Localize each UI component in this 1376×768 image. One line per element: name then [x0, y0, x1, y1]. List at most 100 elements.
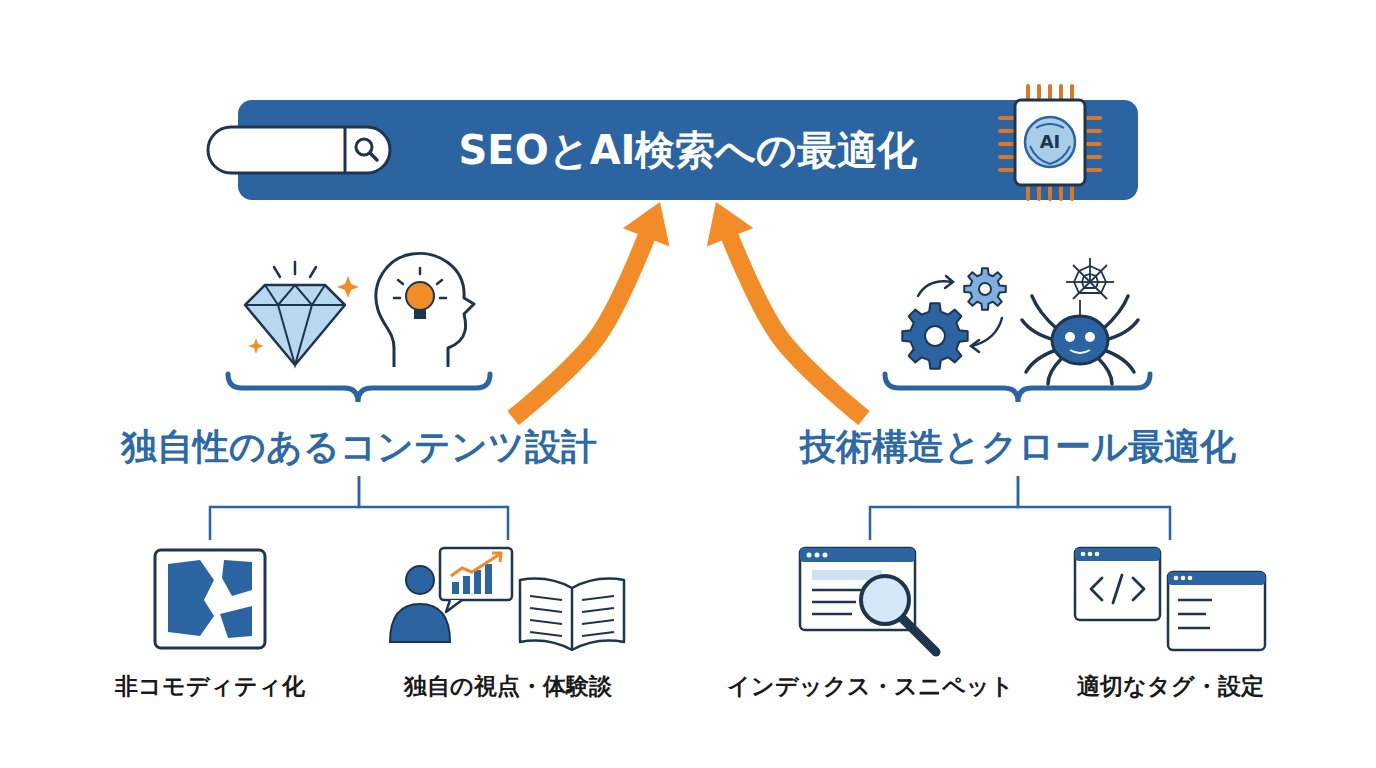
index-browser-icon-part-part	[812, 613, 852, 616]
gear-icon-part	[902, 303, 967, 368]
experience-icon-part	[485, 564, 492, 594]
idea-head-icon	[376, 253, 474, 367]
tag-settings-icon-part	[1091, 575, 1144, 603]
ai-chip-icon-part-part	[1085, 168, 1100, 172]
crawler-spider-icon-part-part	[1089, 258, 1091, 282]
gear-icon-part	[925, 326, 945, 346]
ai-chip-icon-part-part	[1037, 86, 1041, 100]
arrowhead	[623, 202, 670, 246]
ai-chip-icon-part-part	[1026, 185, 1030, 199]
experience-icon-part-part	[582, 632, 614, 636]
experience-icon-part	[452, 582, 459, 594]
ai-chip-icon-part	[1000, 86, 1100, 199]
map-icon-part	[168, 560, 214, 636]
tree-connector	[870, 476, 1018, 540]
ai-chip-icon-part-part	[1000, 116, 1015, 120]
index-browser-icon-part	[807, 553, 812, 558]
experience-icon-part	[451, 554, 500, 576]
experience-icon-part	[440, 548, 512, 600]
idea-head-icon-part	[394, 268, 446, 298]
idea-head-icon-part-part	[440, 297, 446, 300]
crawler-spider-icon-part	[1052, 316, 1108, 364]
tag-settings-icon-part-part	[1178, 627, 1210, 630]
gear-icon-part	[964, 268, 1006, 310]
topic-item-text: 適切なタグ・設定	[1077, 673, 1264, 701]
idea-head-icon-part	[414, 310, 426, 319]
tree-connector	[1018, 476, 1170, 540]
ai-chip-icon-part-part	[1059, 86, 1063, 100]
title-band	[238, 100, 1138, 200]
ai-chip-icon-part-part	[1059, 185, 1063, 199]
index-browser-icon-part	[861, 576, 909, 624]
index-browser-icon-part-part	[812, 589, 862, 592]
tag-settings-icon-part	[1075, 548, 1160, 620]
ai-chip-icon-part	[1030, 124, 1070, 164]
experience-icon	[390, 548, 624, 650]
ai-chip-icon-part-part	[1070, 185, 1074, 199]
index-browser-icon-part	[823, 553, 828, 558]
crawler-spider-icon-part-part	[1090, 281, 1114, 283]
diamond-icon-part	[248, 338, 264, 354]
crawler-spider-icon-part-part	[1074, 266, 1106, 293]
diamond-icon-part-part	[274, 267, 280, 277]
search-box-icon-part	[370, 153, 377, 160]
crawler-spider-icon-part	[1070, 350, 1090, 353]
tag-settings-icon-part	[1081, 552, 1086, 557]
crawler-spider-icon-part-part	[1098, 358, 1112, 384]
tag-settings-icon	[1075, 548, 1265, 650]
index-browser-icon-part	[815, 553, 820, 558]
idea-head-icon-part-part	[394, 297, 400, 300]
experience-icon-part-part	[582, 620, 614, 624]
ai-chip-icon-part	[1025, 117, 1075, 167]
ai-chip-icon-part-part	[1048, 185, 1052, 199]
experience-icon-part	[446, 600, 462, 612]
experience-icon-part-part	[530, 632, 562, 636]
ai-chip-icon-part-part	[1048, 86, 1052, 100]
diamond-icon-part	[245, 285, 345, 365]
ai-chip-icon-part-part	[1085, 116, 1100, 120]
crawler-spider-icon-part	[1085, 332, 1095, 342]
search-box-icon-part	[344, 127, 347, 173]
diamond-icon-part	[245, 285, 345, 365]
flow-arrow-shaft	[716, 202, 864, 418]
tree-connector-line	[870, 476, 1018, 540]
map-icon-part	[220, 606, 252, 638]
experience-icon-part	[571, 588, 574, 650]
crawler-spider-icon-part-part	[1082, 274, 1098, 288]
crawler-spider-icon-part-part	[1105, 320, 1138, 340]
index-browser-icon	[800, 548, 936, 652]
crawler-spider-icon-part	[1022, 296, 1138, 384]
search-box-icon	[208, 127, 390, 173]
flow-arrow	[513, 202, 670, 418]
map-icon	[155, 550, 265, 648]
experience-icon-part-part	[530, 608, 562, 612]
group-heading: 技術構造とクロール最適化	[794, 422, 1242, 472]
ai-chip-icon-part-part	[1000, 168, 1015, 172]
tag-settings-icon-part-part	[1178, 613, 1206, 616]
group-heading: 独自性のあるコンテンツ設計	[115, 422, 603, 472]
chip-label: AI	[1040, 133, 1061, 151]
topic-item-text: 独自の視点・体験談	[404, 673, 612, 701]
idea-head-icon-part-part	[437, 280, 442, 284]
rotation-arrows	[918, 276, 1002, 352]
crawler-spider-icon-part-part	[1048, 358, 1062, 384]
crawler-spider-icon-part-part	[1022, 320, 1055, 340]
idea-head-icon-part	[376, 253, 474, 367]
idea-head-icon-part-part	[398, 280, 403, 284]
rotation-arrows-part	[918, 281, 952, 296]
ai-chip-icon-part-part	[1070, 86, 1074, 100]
ai-chip-icon-part	[1015, 100, 1085, 185]
crawler-spider-icon-part-part	[1102, 296, 1128, 330]
search-box-icon-part	[208, 127, 390, 173]
experience-icon-part-part	[582, 596, 614, 600]
tree-connector	[210, 476, 359, 540]
arrowhead	[707, 202, 753, 247]
title-band-text: SEOとAI検索への最適化	[459, 126, 918, 174]
tag-settings-icon-part	[1168, 572, 1265, 650]
tree-connector-line	[1018, 476, 1170, 540]
topic-item: 適切なタグ・設定	[1065, 540, 1275, 705]
crawler-spider-icon-part	[1066, 258, 1114, 318]
tag-settings-icon-part	[1095, 552, 1100, 557]
